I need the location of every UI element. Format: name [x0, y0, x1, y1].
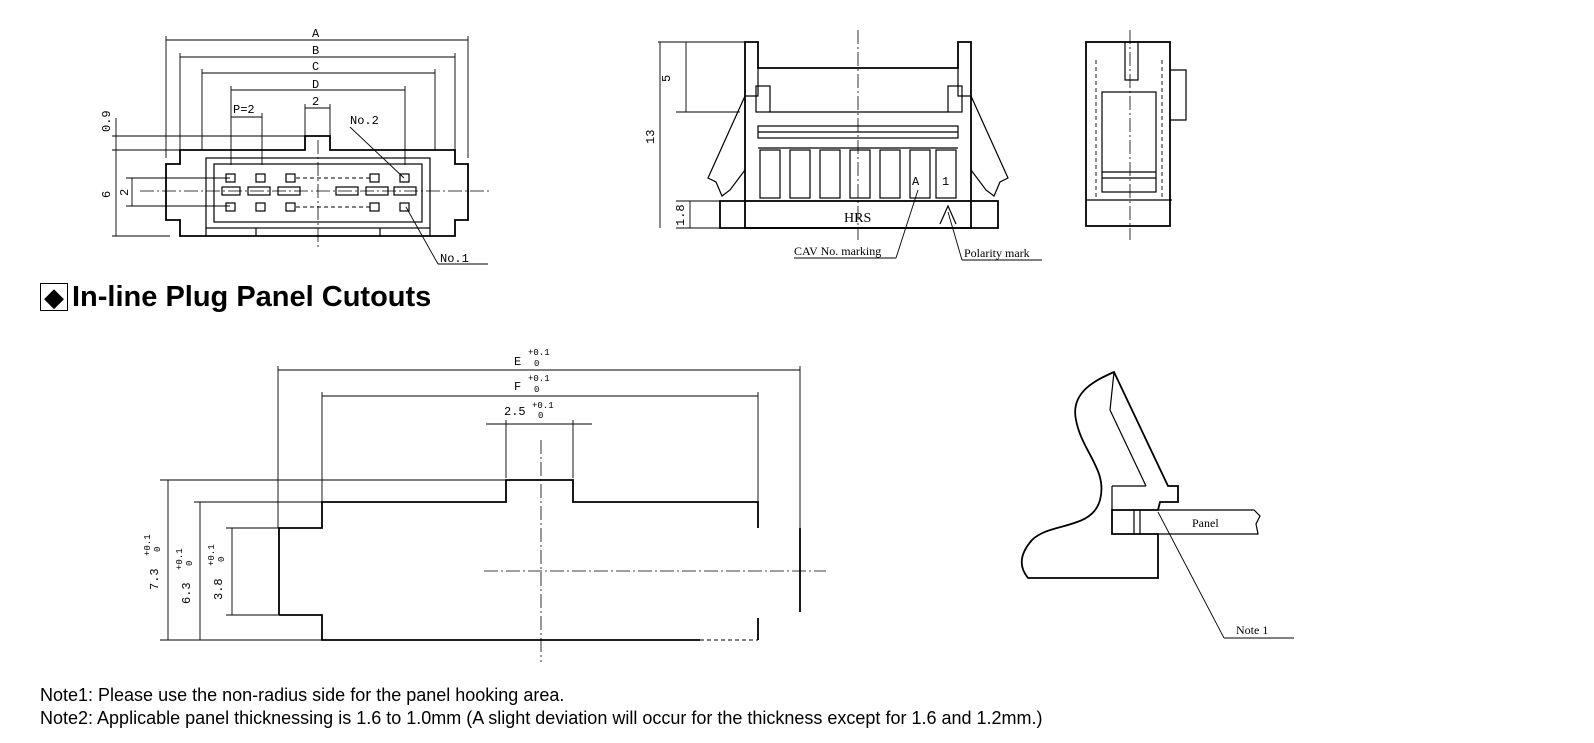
- panel-label: Panel: [1192, 516, 1219, 530]
- dim-E-tol2: 0: [534, 359, 539, 369]
- dim-F-tol2: 0: [534, 385, 539, 395]
- dim-25-tol2: 0: [538, 411, 543, 421]
- section-title: In-line Plug Panel Cutouts: [72, 280, 432, 313]
- hrs-logo: HRS: [844, 211, 871, 226]
- dim-73-label: 7.3: [148, 568, 162, 590]
- note1-callout: Note 1: [1236, 623, 1268, 637]
- dim-2v-label: 2: [118, 189, 132, 196]
- top-view-drawing: A B C D 2 P=2 0.9 6 2: [100, 27, 490, 266]
- polarity-mark-label: Polarity mark: [964, 246, 1030, 260]
- dim-F-label: F: [514, 380, 521, 394]
- dim-B-label: B: [312, 44, 319, 58]
- dim-73-tol2: 0: [153, 547, 163, 552]
- mark-1-label: 1: [942, 175, 949, 189]
- dim-25-label: 2.5: [504, 405, 526, 419]
- notes-block: Note1: Please use the non-radius side fo…: [40, 684, 1043, 730]
- dim-38-label: 3.8: [212, 578, 226, 600]
- dim-38-tol: +0.1: [207, 544, 217, 566]
- mark-A-label: A: [912, 175, 920, 189]
- dim-63-label: 6.3: [180, 582, 194, 604]
- dim-5-label: 5: [660, 75, 674, 82]
- no1-label: No.1: [440, 252, 469, 266]
- dim-p2-label: P=2: [233, 103, 255, 117]
- section-heading: ◆ In-line Plug Panel Cutouts: [40, 280, 431, 314]
- dim-73-tol: +0.1: [143, 534, 153, 556]
- dim-D-label: D: [312, 78, 319, 92]
- dim-25-tol: +0.1: [532, 401, 554, 411]
- dim-18-label: 1.8: [674, 204, 688, 226]
- dim-38-tol2: 0: [217, 557, 227, 562]
- dim-6-label: 6: [100, 191, 114, 198]
- dim-63-tol2: 0: [185, 561, 195, 566]
- dim-63-tol: +0.1: [175, 548, 185, 570]
- side-view-drawing: [1085, 30, 1187, 240]
- dim-A-label: A: [312, 27, 320, 41]
- dim-13-label: 13: [644, 130, 658, 144]
- dim-09-label: 0.9: [100, 110, 114, 132]
- no2-label: No.2: [350, 114, 379, 128]
- dim-F-tol: +0.1: [528, 374, 550, 384]
- front-view-drawing: 5 13 1.8 A 1 HRS: [644, 30, 1042, 261]
- panel-section-drawing: Panel Note 1: [1020, 370, 1294, 639]
- panel-cutout-drawing: E +0.1 0 F +0.1 0 2.5 +0.1 0 7.3: [143, 348, 826, 662]
- dim-E-tol: +0.1: [528, 348, 550, 358]
- cav-marking-label: CAV No. marking: [794, 244, 881, 258]
- dim-C-label: C: [312, 60, 319, 74]
- note-1: Note1: Please use the non-radius side fo…: [40, 685, 565, 705]
- dim-2-label: 2: [312, 95, 319, 109]
- dim-E-label: E: [514, 355, 521, 369]
- note-2: Note2: Applicable panel thicknessing is …: [40, 708, 1043, 728]
- diamond-icon: ◆: [40, 283, 68, 311]
